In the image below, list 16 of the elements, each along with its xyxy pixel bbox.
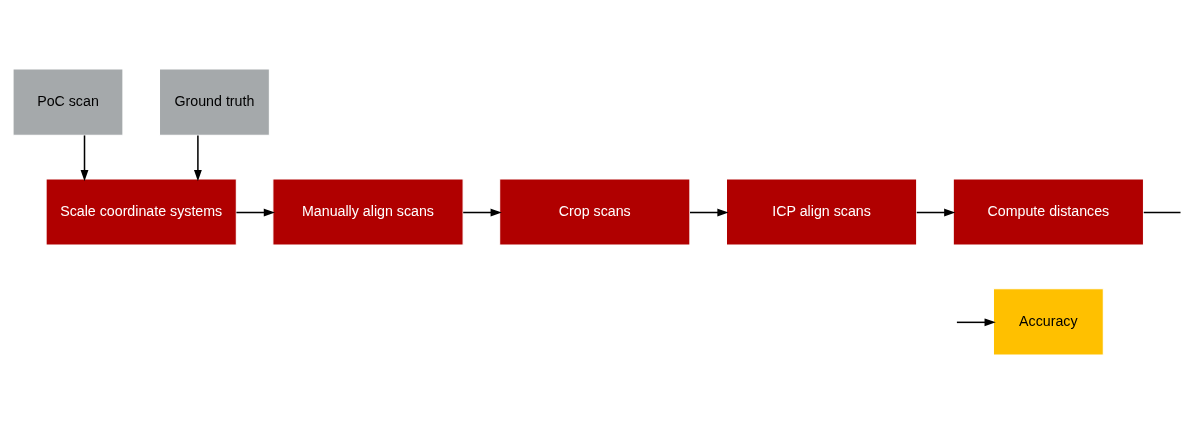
node-box: Ground truth [158,68,270,136]
node-box: PoC scan [12,68,123,136]
node-box: Scale coordinate systems [45,177,237,246]
arrow [235,208,275,216]
arrow [461,208,502,216]
arrow [80,134,88,181]
arrow [193,134,202,181]
node-box: Crop scans [498,177,690,246]
arrow [955,317,996,326]
arrow [688,208,729,216]
connector [1142,211,1181,213]
node-box: Accuracy [992,287,1104,355]
node-box: ICP align scans [725,177,917,246]
arrow [915,208,955,216]
node-box: Manually align scans [271,177,464,246]
node-box: Compute distances [952,177,1144,246]
